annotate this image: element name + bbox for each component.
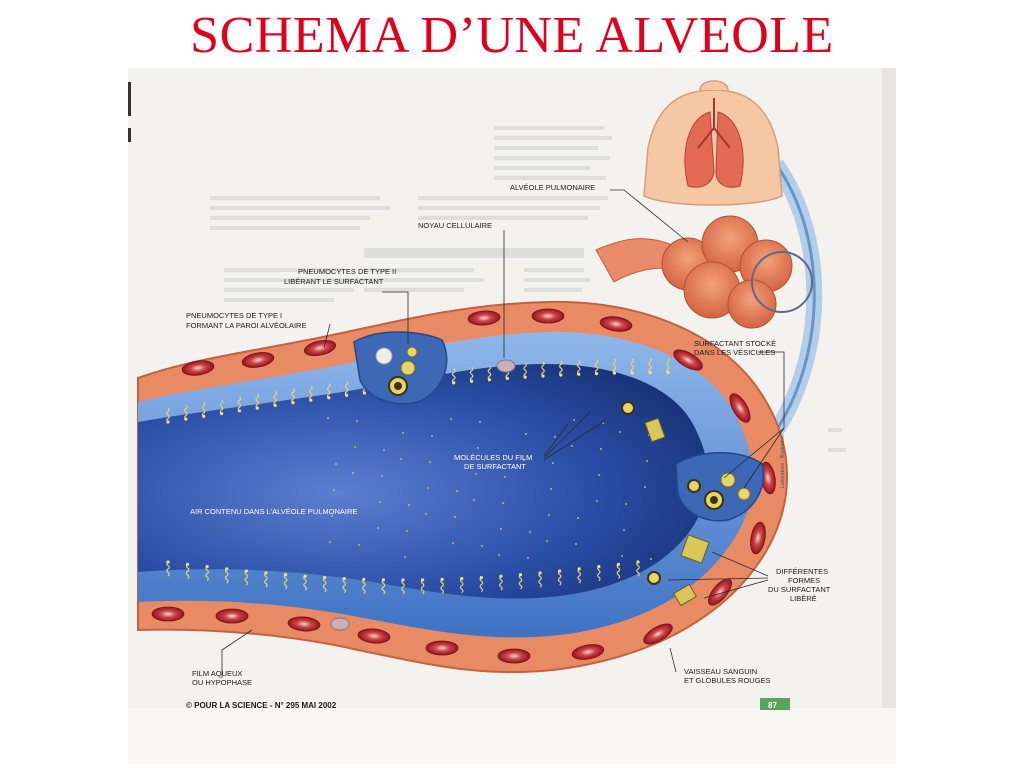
faded-background-text	[210, 126, 846, 452]
label-pneumocytes-type1-line2: FORMANT LA PAROI ALVÉOLAIRE	[186, 321, 306, 330]
leader-lines	[221, 189, 785, 678]
footer-credit: © POUR LA SCIENCE - N° 295 MAI 2002	[186, 701, 337, 710]
slide-title: SCHEMA D’UNE ALVEOLE	[190, 7, 834, 64]
label-differentes-formes-line4: LIBÉRÉ	[790, 594, 817, 603]
svg-text:Laboratoire · Illustration: Laboratoire · Illustration	[780, 435, 786, 488]
label-molecules-film-line2: DE SURFACTANT	[464, 462, 526, 471]
released-surfactant-forms	[621, 401, 710, 607]
alveolar-cluster	[661, 215, 813, 329]
scanned-page: Laboratoire · Illustration ALVÉOLE PULMO…	[128, 68, 896, 764]
label-pneumocytes-type2-line2: LIBÉRANT LE SURFACTANT	[284, 277, 384, 286]
label-vaisseau-line2: ET GLOBULES ROUGES	[684, 676, 771, 685]
label-surfactant-stocke-line1: SURFACTANT STOCKÉ	[694, 339, 776, 348]
label-vaisseau-line1: VAISSEAU SANGUIN	[684, 667, 757, 676]
label-noyau-cellulaire: NOYAU CELLULAIRE	[418, 221, 492, 230]
label-air-contenu: AIR CONTENU DANS L’ALVÉOLE PULMONAIRE	[190, 507, 357, 516]
cell-nucleus	[496, 359, 516, 373]
alveole-diagram: Laboratoire · Illustration ALVÉOLE PULMO…	[128, 68, 896, 764]
pneumocyte-type2-right	[675, 452, 765, 522]
blood-cells	[151, 308, 776, 664]
air-lumen	[138, 364, 709, 599]
torso-lungs-illustration	[643, 80, 783, 206]
label-differentes-formes-line2: FORMES	[788, 576, 820, 585]
label-film-aqueux-line1: FILM AQUEUX	[192, 669, 242, 678]
zoom-circle	[751, 251, 813, 313]
label-differentes-formes-line1: DIFFÉRENTES	[776, 567, 828, 576]
page-number-badge	[760, 698, 790, 710]
label-pneumocytes-type1-line1: PNEUMOCYTES DE TYPE I	[186, 311, 282, 320]
label-alveole-pulmonaire: ALVÉOLE PULMONAIRE	[510, 183, 595, 192]
label-film-aqueux-line2: OU HYPOPHASE	[192, 678, 252, 687]
pneumocyte-type2-top	[353, 331, 448, 405]
page-number: 87	[768, 701, 777, 710]
surfactant-molecules	[166, 358, 670, 595]
label-differentes-formes-line3: DU SURFACTANT	[768, 585, 831, 594]
label-molecules-film-line1: MOLÉCULES DU FILM	[454, 453, 532, 462]
label-pneumocytes-type2-line1: PNEUMOCYTES DE TYPE II	[298, 267, 396, 276]
label-surfactant-stocke-line2: DANS LES VÉSICULES	[694, 348, 775, 357]
